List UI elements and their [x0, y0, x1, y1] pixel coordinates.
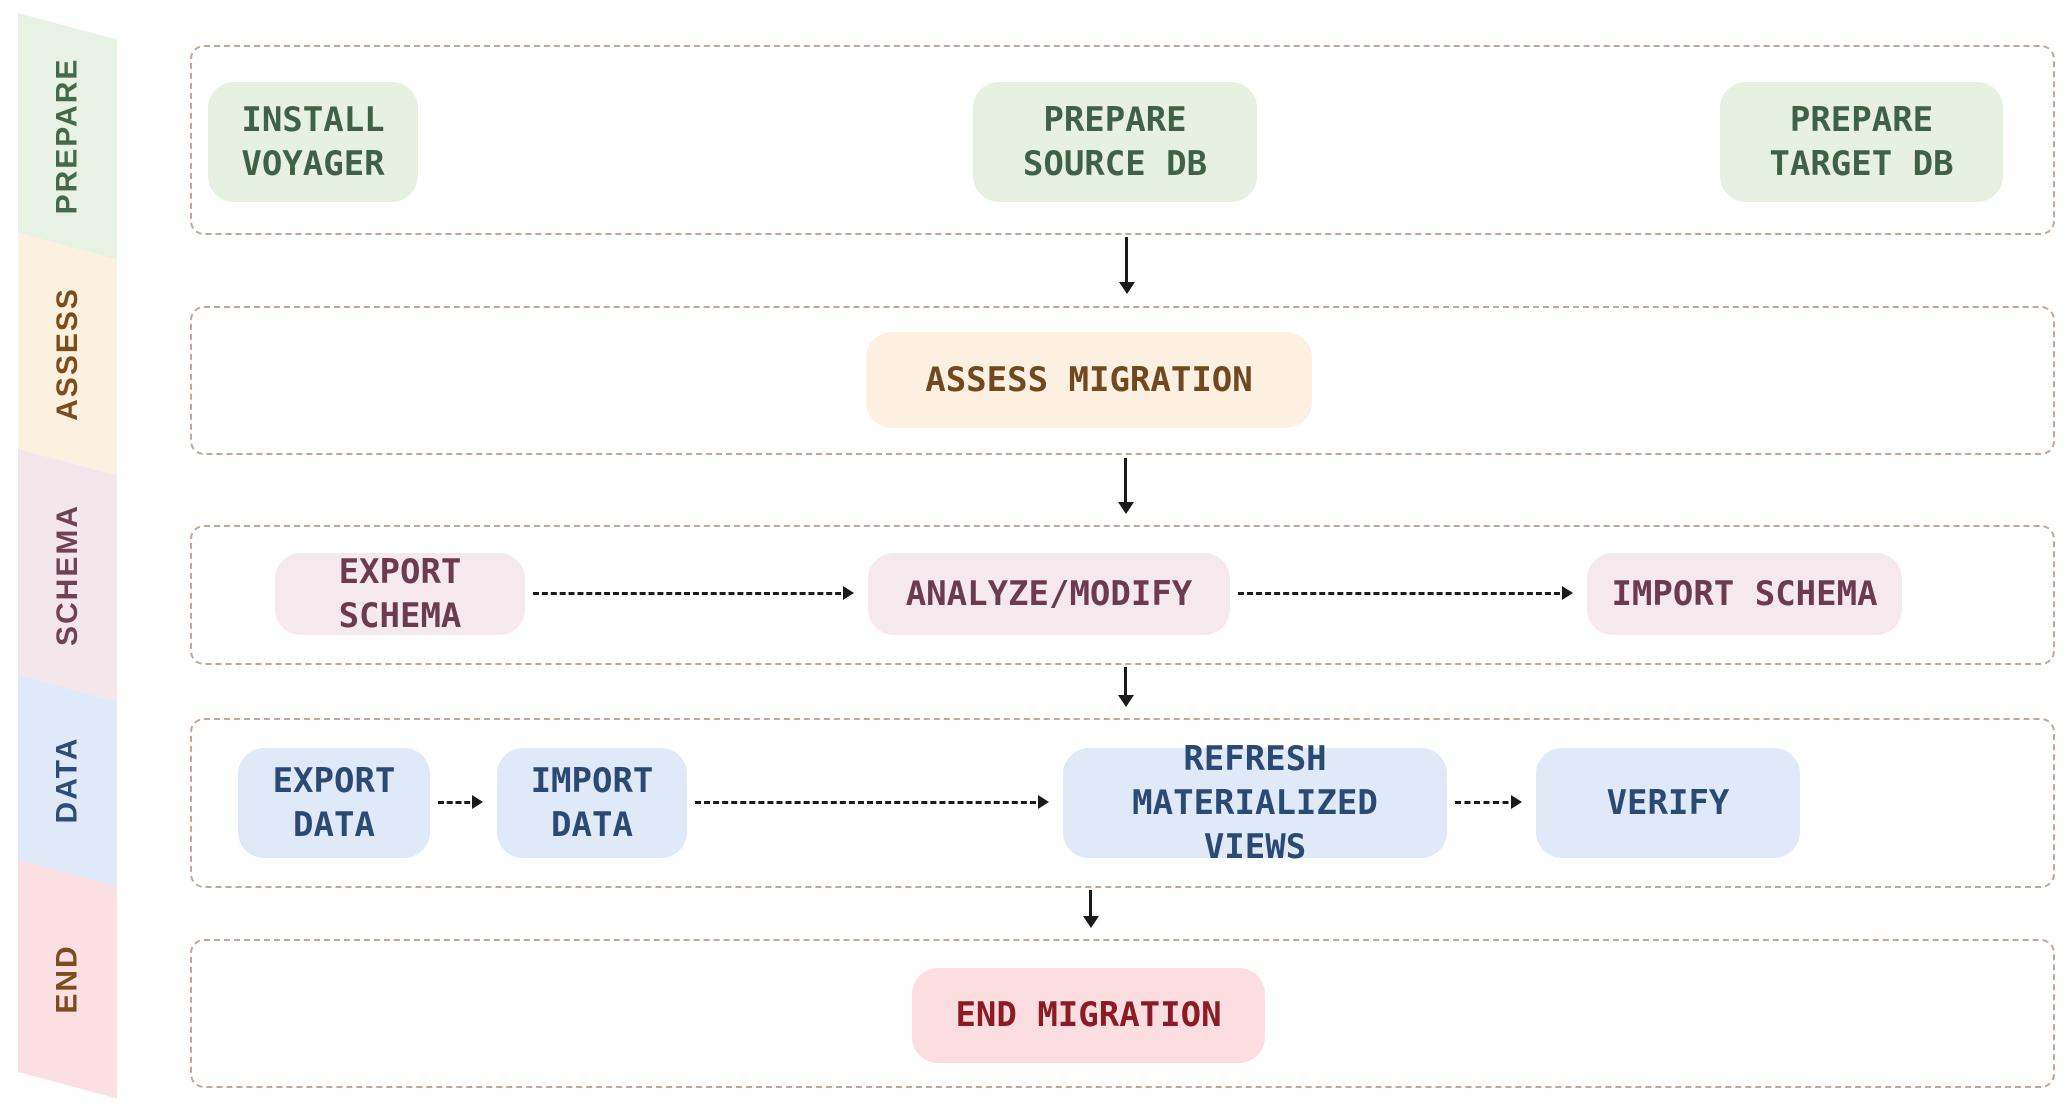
lane-prepare: [190, 45, 2055, 235]
node-install-voyager: INSTALL VOYAGER: [208, 82, 418, 202]
node-refresh-materialized-views: REFRESH MATERIALIZED VIEWS: [1063, 739, 1447, 867]
arrow-prepare-to-assess: [1119, 237, 1135, 294]
dashed-arrow-export-data-to-import-data: [438, 795, 483, 809]
node-analyze-modify: ANALYZE/MODIFY: [868, 553, 1230, 635]
lane-assess: [190, 306, 2055, 455]
node-import-schema: IMPORT SCHEMA: [1587, 553, 1902, 635]
arrow-data-to-end: [1083, 890, 1099, 928]
dashed-arrow-export-schema-to-analyze-modify: [533, 586, 854, 600]
stage-label-data: DATA: [50, 736, 84, 824]
stage-label-schema: SCHEMA: [50, 503, 84, 647]
dashed-arrow-import-data-to-refresh-views: [695, 795, 1049, 809]
stage-label-end: END: [50, 944, 84, 1014]
node-export-data: EXPORT DATA: [238, 748, 430, 858]
dashed-arrow-analyze-modify-to-import-schema: [1238, 586, 1573, 600]
node-prepare-target-db: PREPARE TARGET DB: [1720, 82, 2003, 202]
node-prepare-source-db: PREPARE SOURCE DB: [973, 82, 1257, 202]
arrow-assess-to-schema: [1118, 458, 1134, 514]
lane-end: [190, 939, 2055, 1088]
node-verify: VERIFY: [1536, 748, 1800, 858]
node-end-migration: END MIGRATION: [912, 968, 1265, 1063]
node-assess-migration: ASSESS MIGRATION: [866, 332, 1312, 428]
dashed-arrow-refresh-views-to-verify: [1455, 795, 1522, 809]
lane-data: [190, 718, 2055, 888]
node-import-data: IMPORT DATA: [497, 748, 687, 858]
node-export-schema: EXPORT SCHEMA: [275, 552, 525, 636]
lane-schema: [190, 525, 2055, 665]
arrow-schema-to-data: [1118, 667, 1134, 707]
stage-label-prepare: PREPARE: [50, 57, 84, 215]
stage-label-assess: ASSESS: [50, 287, 84, 421]
